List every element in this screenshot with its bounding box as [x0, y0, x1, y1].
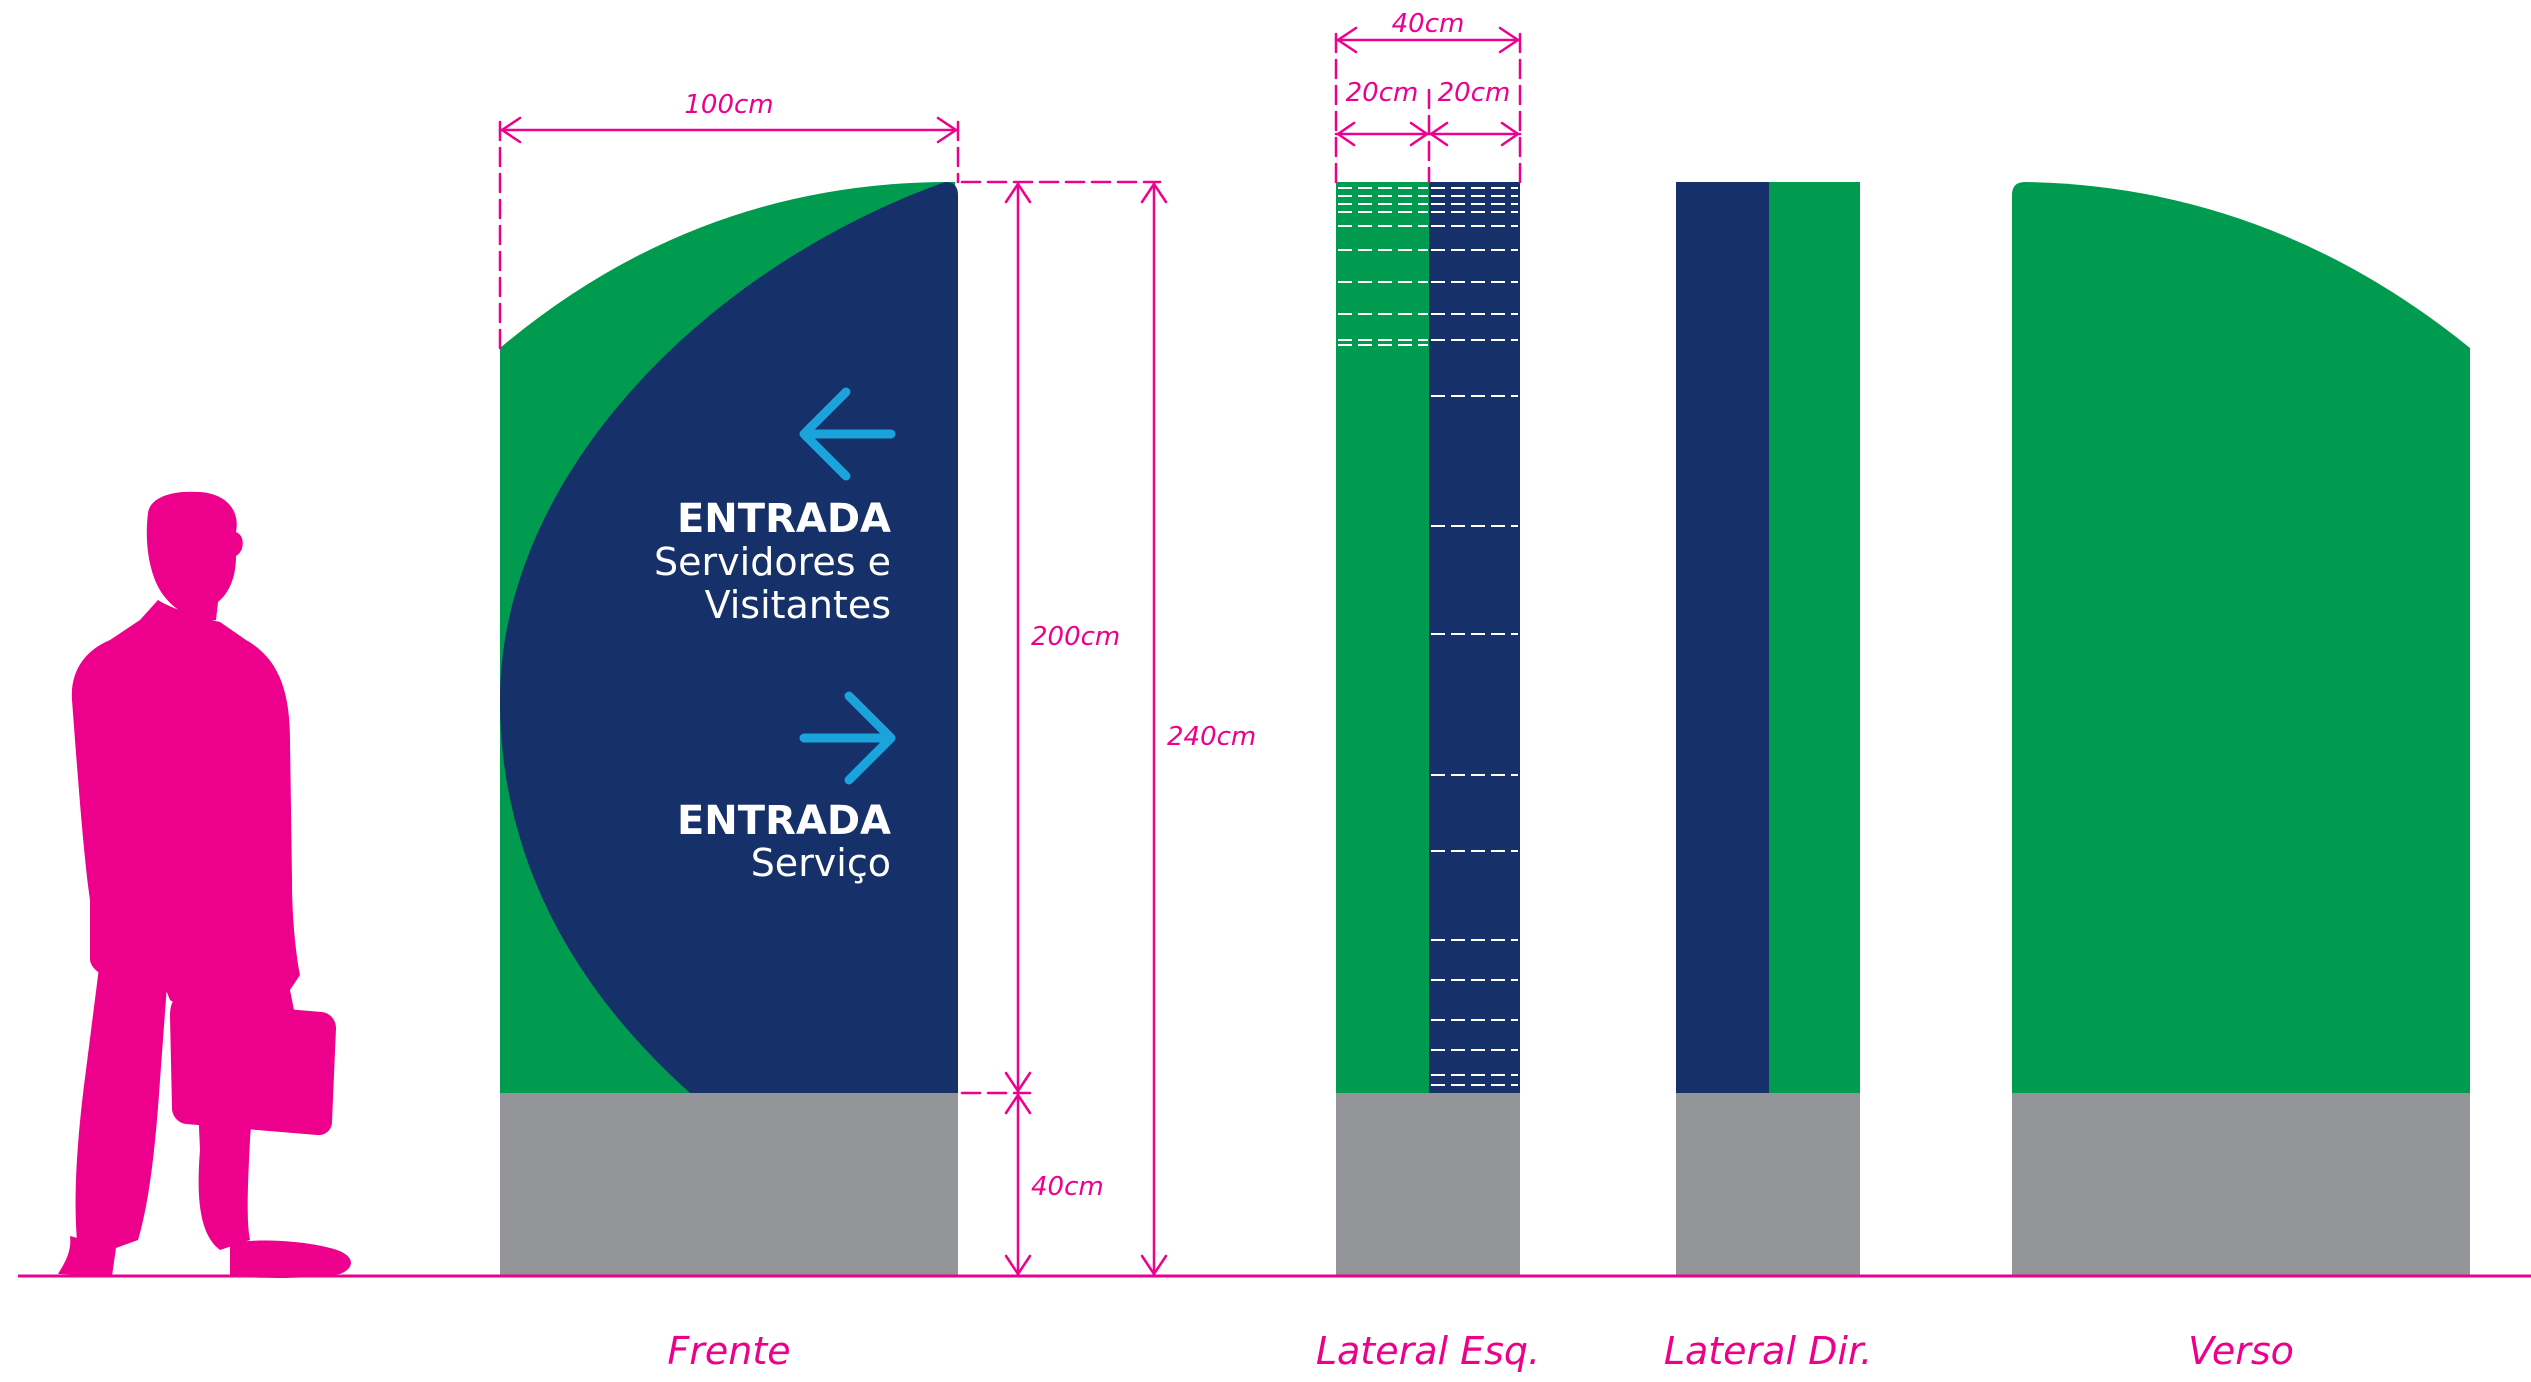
- left-side-base: [1336, 1093, 1520, 1275]
- dim-40cm-top: 40cm: [1392, 9, 1465, 39]
- back-green-panel: [2012, 182, 2470, 1093]
- dimension-lines: [498, 26, 1522, 1277]
- label-frente: Frente: [667, 1329, 790, 1373]
- left-side-view: [1336, 182, 1520, 1275]
- dim-240cm: 240cm: [1167, 722, 1256, 752]
- dim-100cm: 100cm: [684, 90, 773, 120]
- entry2-title: ENTRADA: [677, 798, 891, 844]
- front-navy-panel: [500, 182, 958, 1093]
- right-side-view: [1676, 182, 1860, 1275]
- label-lateral-esq: Lateral Esq.: [1316, 1329, 1540, 1373]
- right-side-green: [1769, 182, 1860, 1093]
- person-silhouette-icon: [58, 491, 351, 1278]
- right-side-navy: [1676, 182, 1769, 1093]
- dim-20cm-right: 20cm: [1438, 78, 1511, 108]
- label-lateral-dir: Lateral Dir.: [1664, 1329, 1872, 1373]
- entry1-line2: Visitantes: [705, 583, 891, 627]
- arrow-left-icon: [799, 387, 896, 481]
- arrow-right-icon: [799, 691, 896, 785]
- entry1-line1: Servidores e: [654, 540, 891, 584]
- dim-20cm-left: 20cm: [1346, 78, 1419, 108]
- entry1-title: ENTRADA: [677, 496, 891, 542]
- left-side-green: [1336, 182, 1429, 1093]
- contour-lines: [1338, 187, 1518, 1086]
- back-view: [2012, 182, 2470, 1275]
- front-base: [500, 1093, 958, 1275]
- left-side-navy: [1429, 182, 1520, 1093]
- right-side-base: [1676, 1093, 1860, 1275]
- label-verso: Verso: [2188, 1329, 2294, 1373]
- dim-40cm-base: 40cm: [1031, 1172, 1104, 1202]
- dim-200cm: 200cm: [1031, 622, 1120, 652]
- entry2-line1: Serviço: [751, 841, 891, 885]
- back-base: [2012, 1093, 2470, 1275]
- front-view: ENTRADA Servidores e Visitantes ENTRADA …: [500, 181, 958, 1275]
